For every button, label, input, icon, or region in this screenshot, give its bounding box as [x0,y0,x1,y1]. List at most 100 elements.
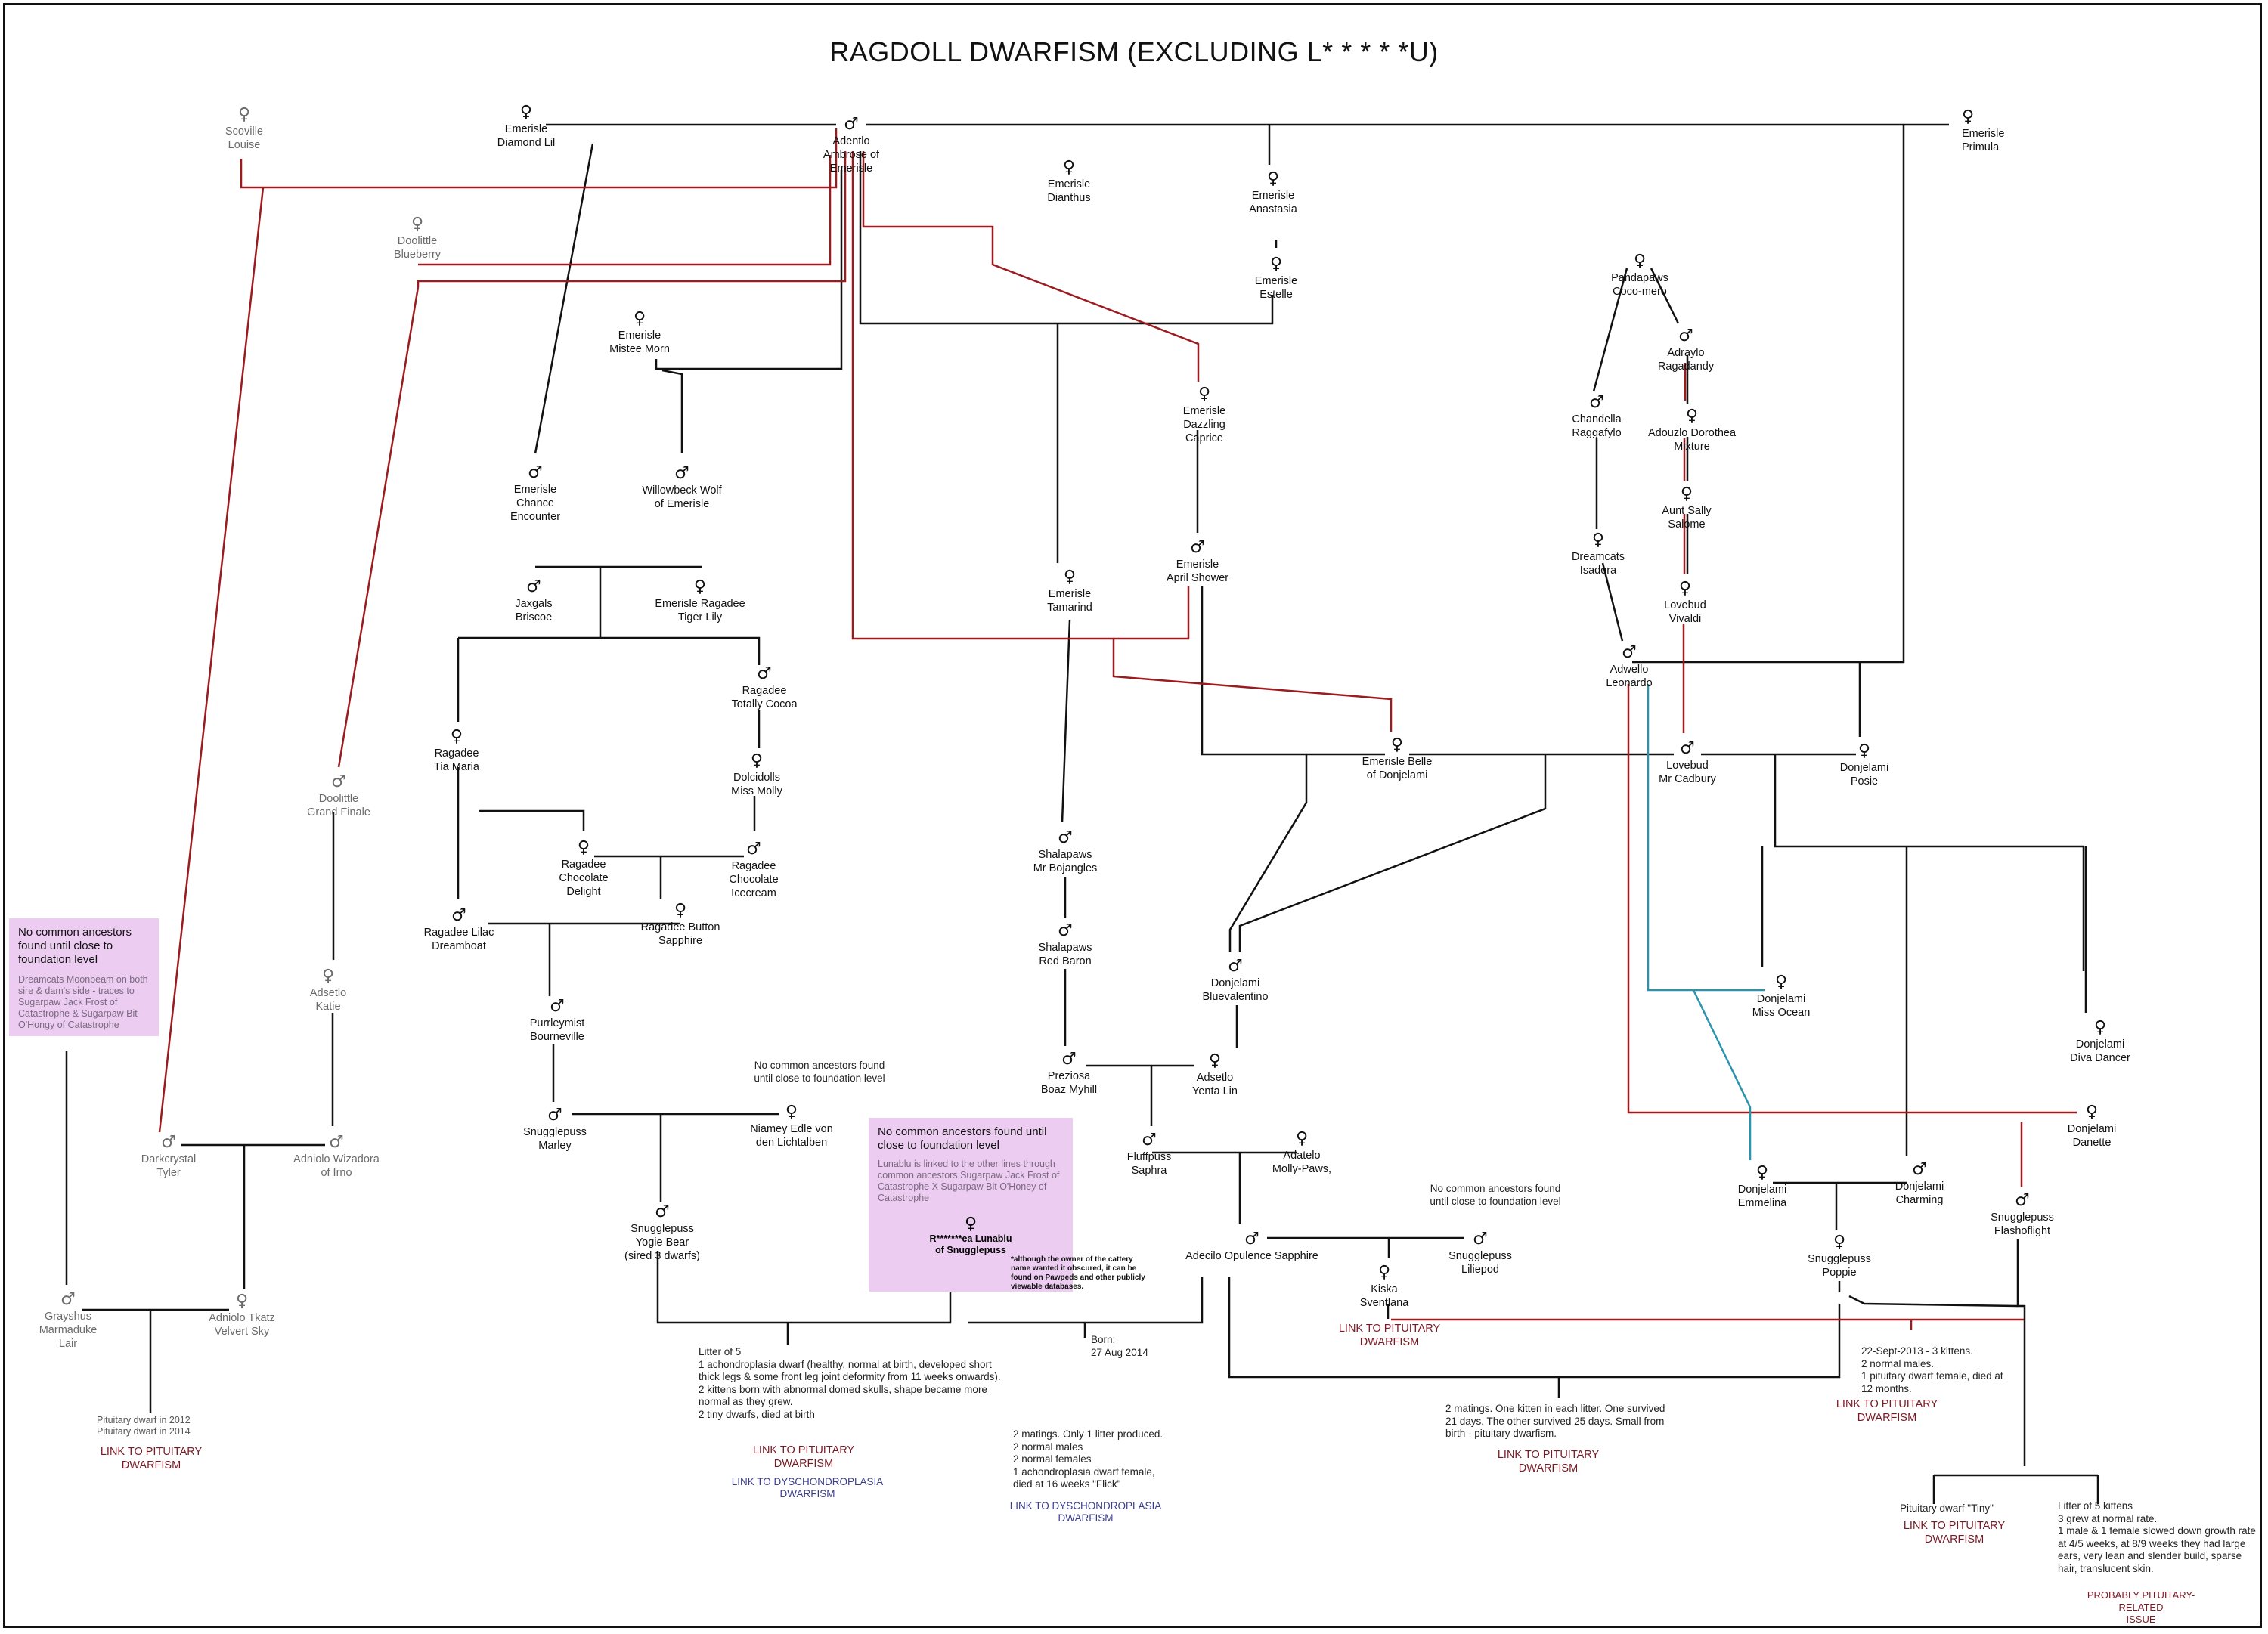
female-symbol-icon: ♀ [1266,169,1280,188]
connector-line [337,286,420,768]
cat-name-line: Kiska [1371,1283,1398,1295]
connector-line [458,636,761,665]
connector-line [1650,268,1680,324]
connector-line [1061,619,1071,823]
cat-name-line: Marley [538,1140,572,1152]
link-pituitary-kiska[interactable]: LINK TO PITUITARY DWARFISM [1338,1323,1441,1348]
note-matings-opulence: 2 matings. One kitten in each litter. On… [1445,1403,1665,1439]
note-matings-lunablu: 2 matings. Only 1 litter produced. 2 nor… [1013,1428,1163,1490]
link-pituitary-poppie[interactable]: LINK TO PITUITARY DWARFISM [1836,1398,1938,1424]
male-symbol-icon: ♂ [1244,1230,1259,1249]
cat-name-line: Miss Molly [731,785,782,797]
cat-name-line: Molly-Paws, [1272,1163,1332,1175]
cat-name-line: Emerisle Belle [1362,756,1433,768]
cat-name-line: Dreamboat [432,940,486,952]
connector-line [1112,639,1393,732]
cat-name-line: Donjelami [1895,1181,1944,1193]
cat-name-line: Encounter [510,511,561,523]
male-symbol-icon: ♂ [746,840,761,859]
male-symbol-icon: ♂ [451,906,466,925]
cat-name-line: of Donjelami [1366,769,1428,781]
box-left-subtitle: Dreamcats Moonbeam on both sire & dam's … [18,974,148,1030]
connector-line [656,1251,952,1324]
connector-line [240,128,838,189]
cat-name-line: Emerisle [829,162,873,175]
cat-name-line: Grand Finale [307,806,370,819]
cat-name-line: Shalapaws [1038,849,1092,861]
connector-line [1692,989,1752,1160]
cat-name-line: Posie [1850,775,1879,788]
link-dyschondroplasia-lunablu[interactable]: LINK TO DYSCHONDROPLASIA DWARFISM [1009,1500,1162,1524]
cat-name-line: Ragadee [731,860,776,872]
cat-name-line: Isadora [1579,565,1617,577]
link-dyschondroplasia-yogie[interactable]: LINK TO DYSCHONDROPLASIA DWARFISM [731,1476,884,1499]
connector-line [1601,562,1624,642]
cat-name-line: Blueberry [393,249,442,261]
cat-name-line: Niamey Edle von [750,1123,833,1135]
cat-name-line: Emerisle [1251,190,1295,202]
cat-name-line: Emerisle [1176,559,1219,571]
male-symbol-icon: ♂ [547,1106,562,1125]
cat-name-line: Snugglepuss [631,1223,694,1235]
cat-name-line: Salome [1668,518,1706,531]
male-symbol-icon: ♂ [1680,739,1695,758]
cat-name-line: Emerisle [504,123,548,135]
link-pituitary-yogie[interactable]: LINK TO PITUITARY DWARFISM [752,1444,855,1470]
cat-name-line: Adniolo Tkatz [209,1312,275,1324]
male-symbol-icon: ♂ [528,463,543,482]
link-probably-pituitary[interactable]: PROBABLY PITUITARY-RELATED ISSUE [2087,1589,2195,1625]
cat-name-line: Doolittle [318,793,359,805]
link-pituitary-grayshus[interactable]: LINK TO PITUITARY DWARFISM [100,1446,203,1472]
cat-name-line: Fluffpuss [1126,1151,1172,1163]
female-symbol-icon: ♀ [674,901,687,920]
connector-line [534,143,594,454]
cat-name-line: April Shower [1166,572,1229,584]
male-symbol-icon: ♂ [1058,921,1073,940]
cat-name-line: Ragadandy [1657,361,1715,373]
cat-name-line: Estelle [1259,289,1293,301]
male-symbol-icon: ♂ [844,115,859,134]
male-symbol-icon: ♂ [526,577,541,596]
cat-name-line: Vivaldi [1668,613,1702,625]
cat-name-line: Adouzlo Dorothea [1647,427,1737,439]
note-niamey-header: No common ancestors found until close to… [754,1060,885,1084]
male-symbol-icon: ♂ [2015,1191,2030,1210]
connector-line [417,151,847,287]
diagram-frame [3,3,2262,1628]
female-symbol-icon: ♀ [450,727,463,746]
connector-line [1238,754,1547,952]
connector-line [662,369,683,453]
note-liliepod-header: No common ancestors found until close to… [1430,1183,1561,1207]
cat-name-line: Lovebud [1664,599,1706,611]
male-symbol-icon: ♂ [655,1202,670,1221]
female-symbol-icon: ♀ [1755,1163,1769,1182]
connector-line [1647,684,1765,992]
cat-name-line: Adniolo Wizadora [293,1153,380,1165]
link-pituitary-tiny[interactable]: LINK TO PITUITARY DWARFISM [1903,1520,2006,1546]
cat-name-line: Aunt Sally [1662,505,1712,517]
note-tiny: Pituitary dwarf "Tiny" [1900,1502,1994,1514]
cat-name-line: Bourneville [530,1031,584,1043]
male-symbol-icon: ♂ [1061,1050,1077,1069]
lunablu-name-1: R*******ea Lunablu [929,1233,1012,1244]
link-pituitary-opulence[interactable]: LINK TO PITUITARY DWARFISM [1497,1449,1600,1475]
cat-name-line: Dolcidolls [733,772,781,784]
